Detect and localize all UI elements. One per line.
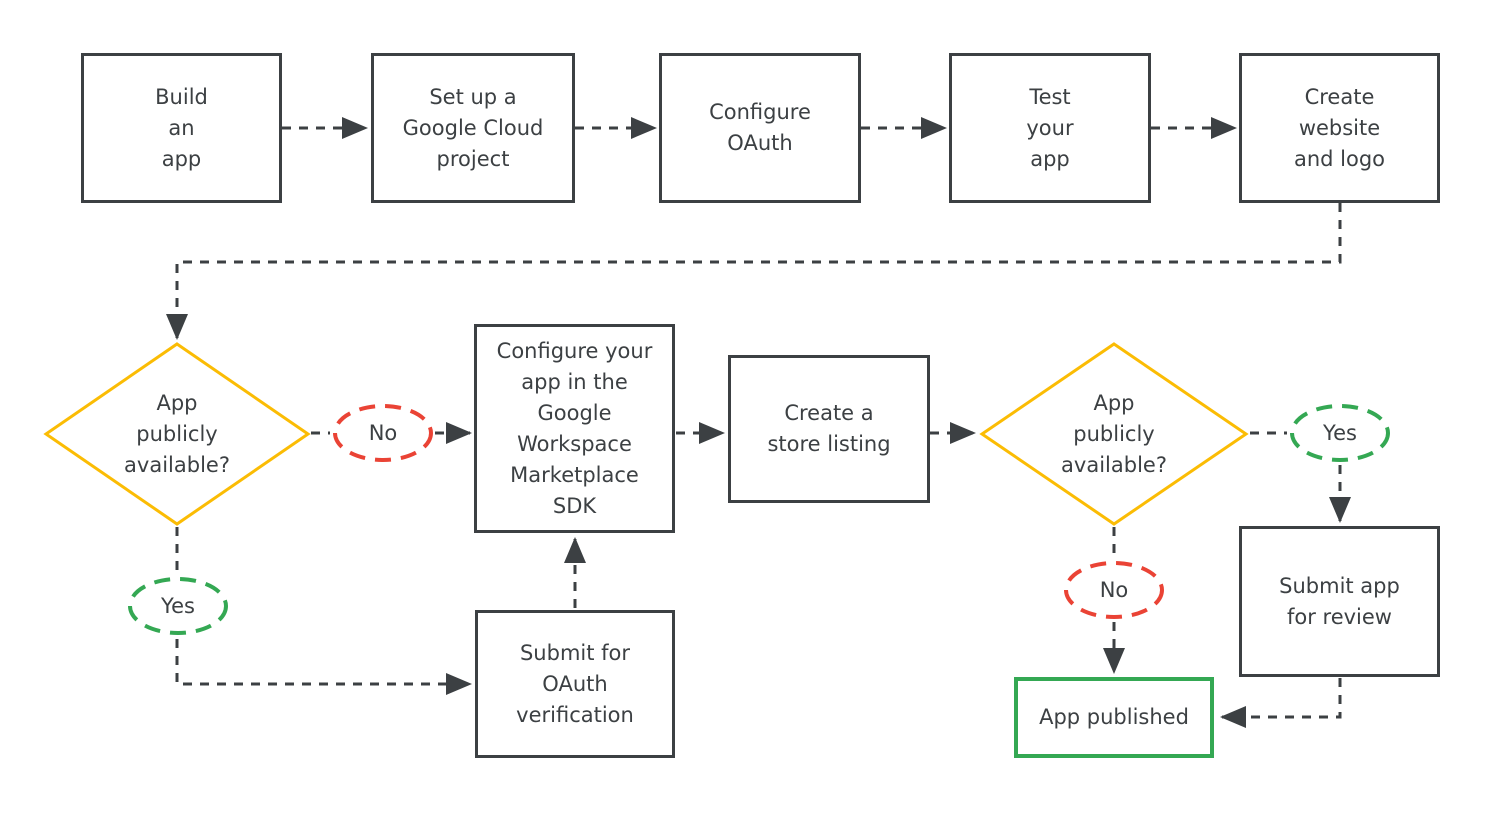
node-cloud-project: Set up a Google Cloud project (371, 53, 575, 203)
node-submit-review: Submit app for review (1239, 526, 1440, 677)
node-decision2-label: App publicly available? (1061, 390, 1167, 477)
node-build-app: Build an app (81, 53, 282, 203)
node-oauth-verification: Submit for OAuth verification (475, 610, 675, 758)
node-app-published-label: App published (1039, 705, 1189, 729)
node-test-app-label: Test your app (1026, 84, 1074, 171)
edge-website-to-decision1 (166, 203, 1342, 340)
edge-yes1-to-oauth-verification (175, 639, 472, 695)
yes2-oval-shape (1290, 404, 1390, 462)
edge-label-yes1: Yes (126, 575, 230, 637)
edge-label-no1-text: No (368, 420, 398, 445)
edge-label-yes2-text: Yes (1323, 420, 1357, 445)
node-oauth-verification-label: Submit for OAuth verification (516, 640, 634, 727)
yes1-oval-shape (128, 577, 228, 635)
node-store-listing: Create a store listing (728, 355, 930, 503)
node-build-app-label: Build an app (155, 84, 208, 171)
edge-label-yes2: Yes (1288, 402, 1392, 464)
node-website-logo: Create website and logo (1239, 53, 1440, 203)
decision1-diamond-shape (43, 342, 311, 526)
node-configure-oauth: Configure OAuth (659, 53, 861, 203)
node-test-app: Test your app (949, 53, 1151, 203)
no1-oval-shape (333, 404, 433, 462)
node-decision1: App publicly available? (43, 342, 311, 526)
node-configure-oauth-label: Configure OAuth (709, 100, 811, 155)
edge-label-no2: No (1062, 559, 1166, 621)
decision2-diamond-shape (979, 342, 1249, 526)
no2-oval-shape (1064, 561, 1164, 619)
node-submit-review-label: Submit app for review (1279, 573, 1400, 629)
node-store-listing-label: Create a store listing (767, 401, 891, 456)
edge-label-no1: No (331, 402, 435, 464)
node-cloud-project-label: Set up a Google Cloud project (402, 84, 544, 171)
edge-submit-review-to-app-published (1220, 678, 1342, 728)
node-decision2: App publicly available? (979, 342, 1249, 526)
node-website-logo-label: Create website and logo (1293, 84, 1386, 171)
node-marketplace-sdk: Configure your app in the Google Workspa… (474, 324, 675, 533)
edge-label-no2-text: No (1099, 577, 1129, 602)
node-marketplace-sdk-label: Configure your app in the Google Workspa… (496, 338, 653, 518)
node-decision1-label: App publicly available? (124, 390, 230, 477)
edge-label-yes1-text: Yes (161, 593, 195, 618)
node-app-published: App published (1014, 677, 1214, 758)
